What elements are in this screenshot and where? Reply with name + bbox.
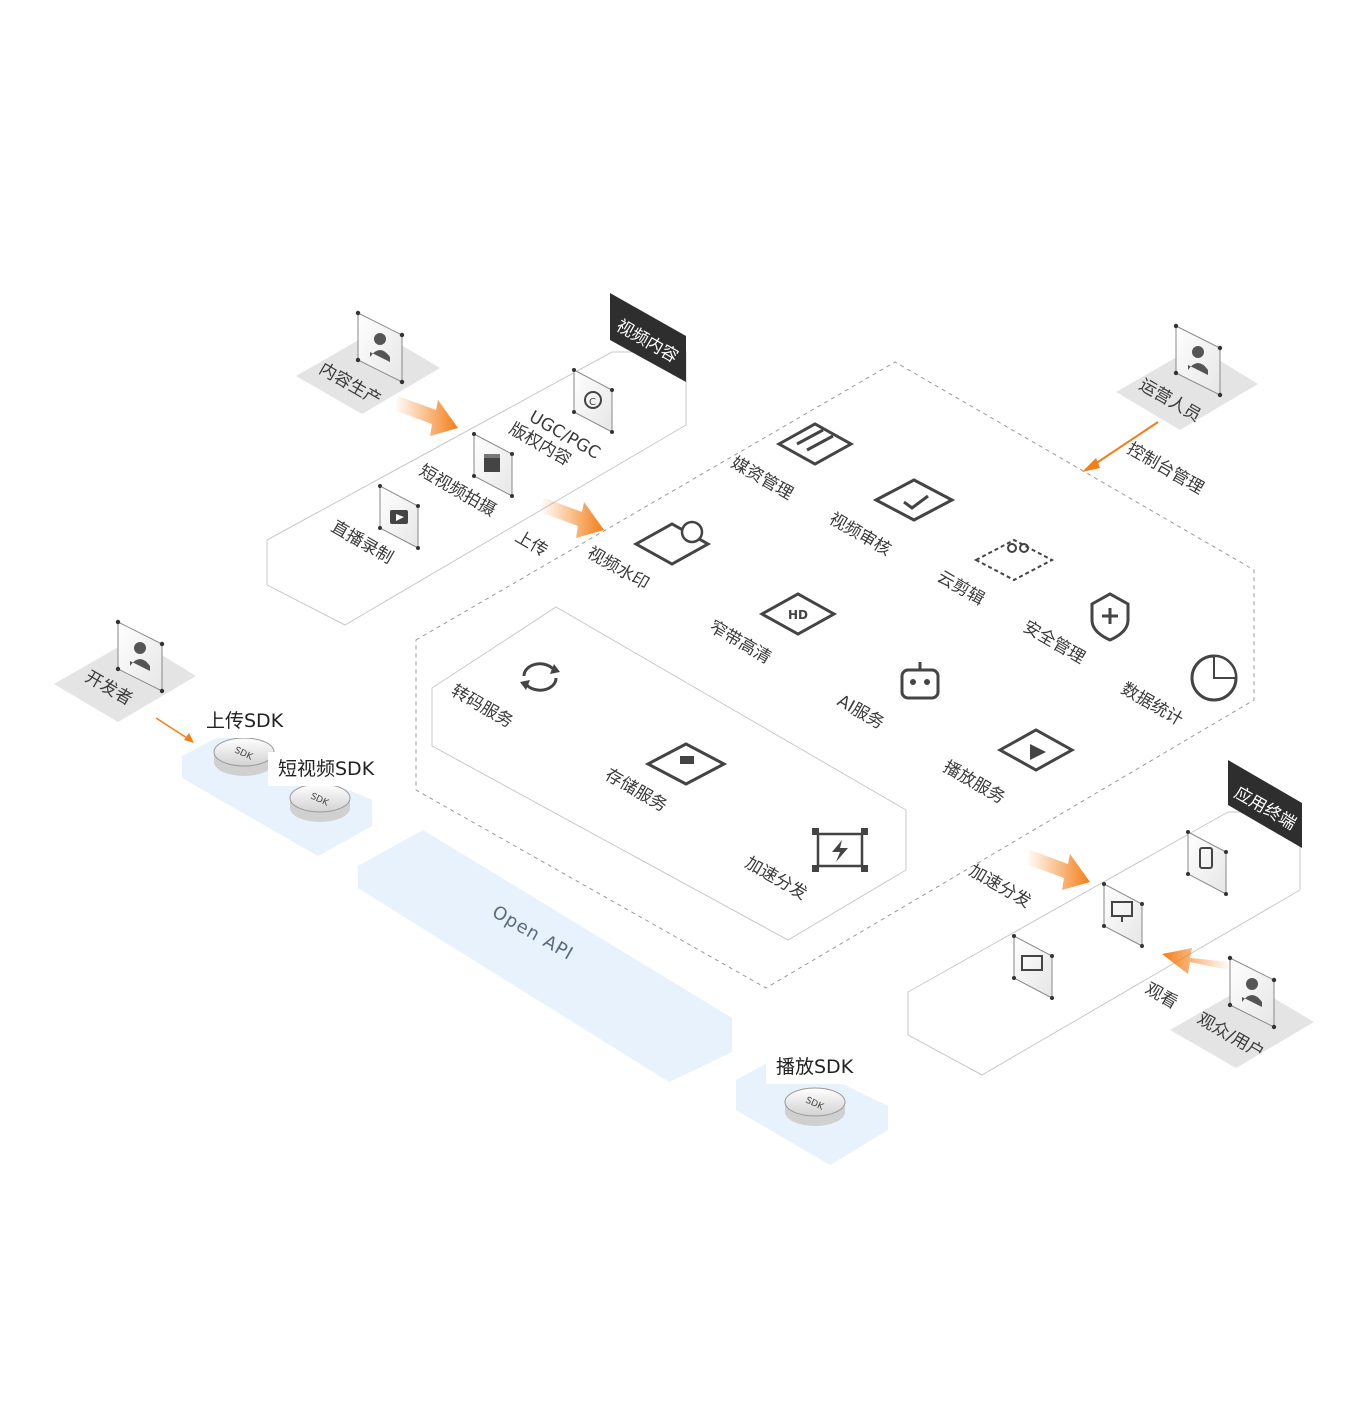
- hd-icon: HD: [758, 592, 838, 636]
- service-cloud-editing-label: 云剪辑: [934, 567, 988, 610]
- arrow-produce-to-content: [394, 396, 458, 436]
- service-media-assets: 媒资管理: [728, 422, 855, 504]
- service-ai: AI服务: [834, 662, 940, 734]
- refresh-icon: [520, 662, 560, 692]
- sdk-disk-player: SDK: [784, 1087, 846, 1126]
- service-narrowband-hd-label: 窄带高清: [706, 617, 775, 668]
- actor-operator: 运营人员: [1116, 323, 1258, 430]
- service-watermark: 视频水印: [584, 520, 712, 594]
- watch-label: 观看: [1142, 979, 1181, 1013]
- upload-sdk-label: 上传SDK: [206, 710, 284, 732]
- terminals-badge: 应用终端: [1228, 760, 1302, 848]
- service-statistics-label: 数据统计: [1118, 679, 1187, 730]
- actor-content-producer: 内容生产: [296, 310, 440, 414]
- scissors-icon: [973, 538, 1055, 582]
- clapperboard-icon: [484, 454, 500, 472]
- svg-text:C: C: [589, 397, 596, 408]
- short-video-sdk-label: 短视频SDK: [278, 758, 375, 780]
- console-label: 控制台管理: [1124, 439, 1208, 499]
- sdk-disk-upload: SDK: [213, 737, 275, 776]
- actor-developer: 开发者: [54, 619, 196, 722]
- tv-icon: [1021, 955, 1043, 971]
- upload-sdk-tag: 上传SDK: [196, 704, 300, 738]
- play-icon: [996, 728, 1076, 772]
- tv-icon: [390, 510, 408, 524]
- short-video-sdk-tag: 短视频SDK: [268, 752, 388, 786]
- service-media-assets-label: 媒资管理: [728, 453, 797, 504]
- user-icon: [1188, 346, 1208, 375]
- robot-icon: [900, 662, 940, 700]
- upload-label: 上传: [512, 527, 551, 561]
- phone-icon: [1199, 847, 1213, 869]
- device-pc: [1102, 882, 1144, 948]
- floppy-icon: [644, 742, 728, 786]
- service-ai-label: AI服务: [834, 691, 888, 734]
- arrow-distribution: 加速分发: [966, 850, 1090, 912]
- lightning-icon: [812, 828, 868, 872]
- user-icon: [370, 333, 390, 362]
- content-item-live: 直播录制: [328, 484, 420, 568]
- device-tv: [1012, 934, 1054, 1000]
- service-video-review-label: 视频审核: [826, 509, 895, 560]
- video-content-badge: 视频内容: [610, 293, 686, 382]
- actor-viewer: 观众/用户: [1170, 955, 1314, 1068]
- user-icon: [1242, 978, 1262, 1007]
- pie-chart-icon: [1190, 654, 1238, 702]
- watermark-icon: [632, 520, 712, 566]
- video-content-panel: [266, 351, 687, 626]
- services-hexagon: [415, 361, 1255, 989]
- service-watermark-label: 视频水印: [584, 543, 653, 594]
- arrow-console: 控制台管理: [1082, 421, 1208, 499]
- service-playback: 播放服务: [940, 728, 1076, 808]
- film-check-icon: [872, 478, 956, 522]
- copyright-icon: C: [584, 391, 602, 409]
- service-statistics: 数据统计: [1118, 654, 1238, 730]
- distribution-label: 加速分发: [966, 861, 1035, 912]
- sdk-disk-short-video: SDK: [289, 783, 351, 822]
- media-assets-icon: [775, 422, 855, 466]
- player-sdk-label: 播放SDK: [776, 1056, 854, 1078]
- monitor-icon: [1111, 901, 1133, 922]
- service-security-label: 安全管理: [1020, 617, 1089, 668]
- arrow-developer: [155, 717, 194, 743]
- service-security: 安全管理: [1020, 592, 1130, 668]
- user-icon: [130, 642, 150, 671]
- service-playback-label: 播放服务: [940, 757, 1009, 808]
- terminals-panel: [907, 811, 1301, 1076]
- player-sdk-tag: 播放SDK: [766, 1050, 870, 1084]
- service-video-review: 视频审核: [826, 478, 956, 560]
- service-narrowband-hd: HD 窄带高清: [706, 592, 838, 668]
- content-item-ugc-pgc: C UGC/PGC 版权内容: [506, 368, 614, 470]
- shield-icon: [1090, 592, 1130, 642]
- device-tablet: [1186, 830, 1228, 896]
- svg-text:HD: HD: [788, 608, 808, 622]
- content-item-short-video: 短视频拍摄: [416, 432, 514, 521]
- service-cloud-editing: 云剪辑: [934, 538, 1055, 610]
